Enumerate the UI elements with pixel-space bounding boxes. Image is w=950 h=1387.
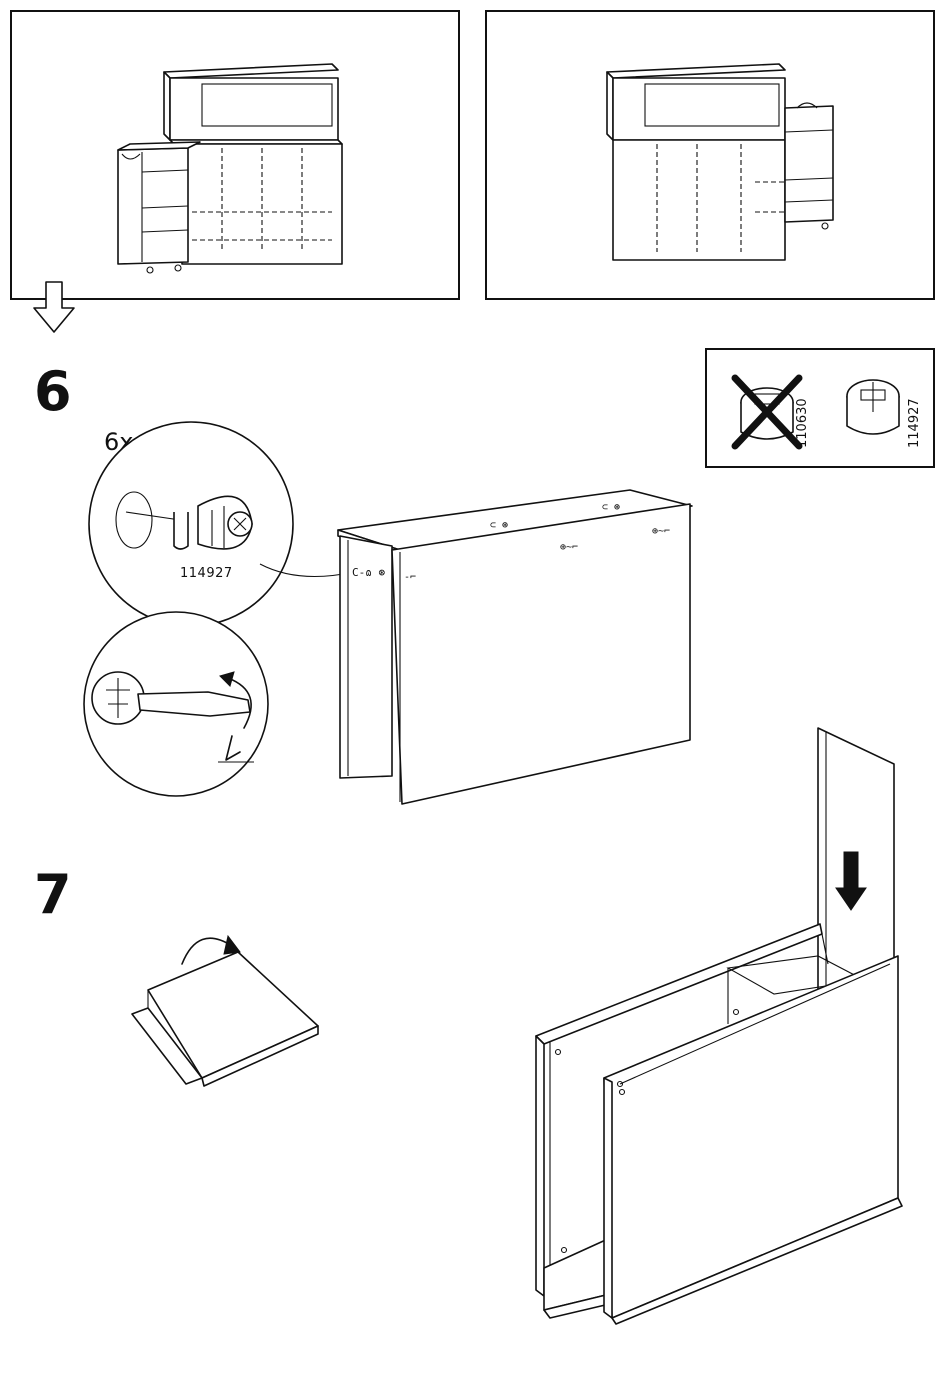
illustration-cabinet-with-cart-left (12, 12, 462, 302)
svg-text:⊕~⌐: ⊕~⌐ (652, 526, 670, 537)
correct-part-number: 114927 (907, 398, 922, 448)
panel-previous-step-right (485, 10, 935, 300)
down-arrow-icon (26, 280, 86, 340)
svg-text:⊂ ⊛: ⊂ ⊛ (490, 520, 508, 531)
fitting-comparison-box: 110630 114927 (705, 348, 935, 468)
part-number-label: 114927 (180, 566, 233, 581)
illustration-cabinet-step7 (528, 724, 928, 1324)
cam-lock-icon (707, 350, 937, 470)
illustration-cabinet-with-cart-right (487, 12, 937, 302)
svg-text:⊕~⌐: ⊕~⌐ (560, 542, 578, 553)
detail-circle-screwdriver (78, 612, 278, 812)
step-number-7: 7 (34, 868, 72, 922)
step-number-6: 6 (34, 365, 72, 419)
wrong-part-number: 110630 (795, 398, 810, 448)
svg-text:C-ɷ ⊛: C-ɷ ⊛ (352, 566, 385, 579)
svg-text:⊂ ⊛: ⊂ ⊛ (602, 502, 620, 513)
flip-unit-icon (128, 918, 328, 1098)
rotate-arrow-icon-step7 (224, 936, 240, 954)
panel-previous-step-left (10, 10, 460, 300)
svg-text:-⌐: -⌐ (404, 572, 416, 583)
